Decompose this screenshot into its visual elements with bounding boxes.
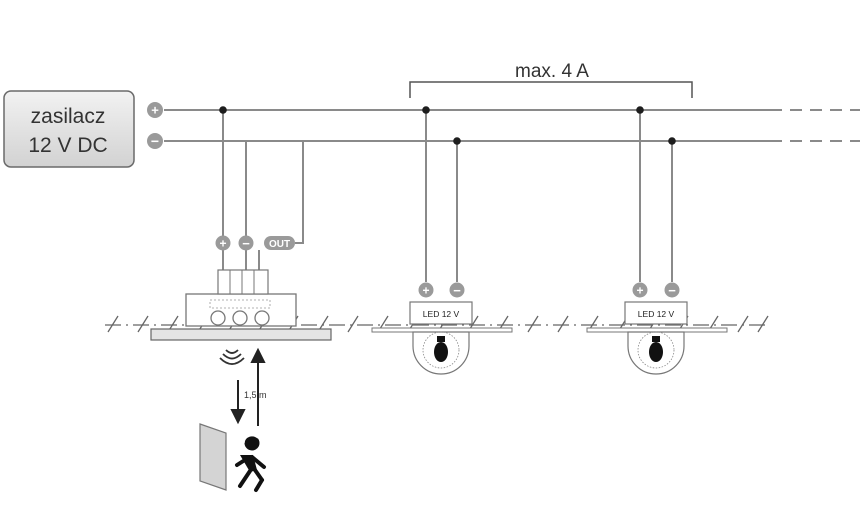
svg-text:+: +	[151, 103, 159, 118]
junction-node	[219, 106, 227, 114]
lamp-1-bulb-icon	[434, 336, 448, 362]
svg-text:−: −	[453, 283, 461, 298]
supply-minus-terminal: −	[147, 133, 163, 149]
detection-wave-icon	[219, 349, 245, 365]
junction-node	[422, 106, 430, 114]
svg-text:+: +	[422, 284, 429, 298]
junction-node	[636, 106, 644, 114]
motion-sensor	[150, 269, 332, 341]
lamp-2-label: LED 12 V	[638, 309, 675, 319]
sensor-plus-terminal: +	[215, 235, 231, 251]
lamp-2-plus-terminal: +	[632, 282, 648, 298]
height-arrows	[230, 347, 266, 426]
lamp-1: + − LED 12 V	[371, 110, 513, 375]
height-label: 1,5 m	[244, 390, 267, 400]
supply-plus-terminal: +	[147, 102, 163, 118]
lamp-2-minus-terminal: −	[664, 282, 680, 298]
junction-nodes	[219, 106, 676, 145]
door-icon	[199, 423, 227, 491]
sensor-wires	[200, 110, 460, 272]
junction-node	[453, 137, 461, 145]
svg-text:−: −	[668, 283, 676, 298]
sensor-out-terminal: OUT	[264, 236, 295, 250]
svg-text:+: +	[636, 284, 643, 298]
sensor-minus-terminal: −	[238, 235, 254, 251]
running-person-icon	[235, 434, 266, 492]
lamp-2: + − LED 12 V	[586, 110, 728, 375]
power-supply-label-line1: zasilacz	[31, 105, 106, 128]
current-limit-label: max. 4 A	[515, 61, 589, 82]
lamp-1-minus-terminal: −	[449, 282, 465, 298]
lamp-1-plus-terminal: +	[418, 282, 434, 298]
bus-wires	[164, 109, 860, 142]
svg-text:+: +	[219, 237, 226, 251]
lamp-1-label: LED 12 V	[423, 309, 460, 319]
svg-text:−: −	[242, 236, 250, 251]
lamp-2-bulb-icon	[649, 336, 663, 362]
svg-text:OUT: OUT	[269, 239, 290, 250]
power-supply-box: zasilacz 12 V DC	[3, 90, 135, 168]
junction-node	[668, 137, 676, 145]
svg-text:−: −	[151, 133, 159, 149]
power-supply-label-line2: 12 V DC	[28, 134, 107, 157]
current-limit-bracket	[409, 81, 693, 98]
